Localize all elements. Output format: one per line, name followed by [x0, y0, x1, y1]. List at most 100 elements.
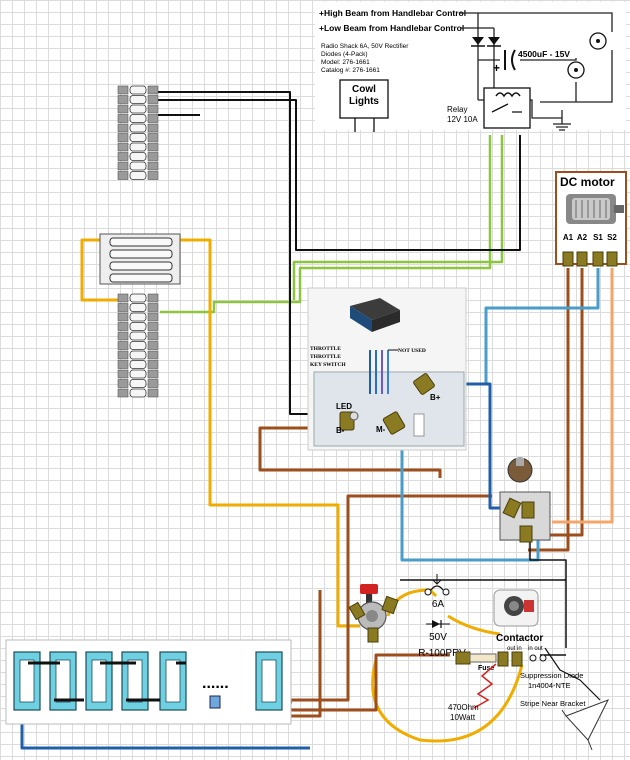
relay-icon: [483, 87, 531, 129]
right-return-line: [540, 50, 613, 103]
high-beam-label: +High Beam from Handlebar Control: [319, 8, 466, 18]
terminal-screw: [117, 303, 159, 312]
capacitor-icon: [504, 49, 516, 71]
high-beam-line: [460, 12, 613, 32]
suppression-diode-icon: [561, 699, 610, 751]
fuse-amps-label: 6A: [432, 599, 445, 610]
battery-cell: [85, 651, 113, 711]
led-label: LED: [336, 402, 352, 411]
contactor-in-out-label: in out: [528, 646, 543, 652]
black-wire-4: [529, 540, 567, 648]
green-wire-1: [160, 135, 492, 314]
terminal-screw: [117, 350, 159, 360]
terminal-block-top: [117, 85, 159, 180]
terminal-screw: [117, 152, 159, 161]
terminal-screw: [117, 123, 159, 133]
contactor-assembly: [455, 589, 547, 667]
black-wire-2: [158, 99, 521, 251]
brown-wire-3: [258, 426, 442, 478]
terminal-block-middle: [117, 293, 159, 398]
ground-symbol: [553, 110, 571, 131]
terminal-screw: [117, 171, 159, 180]
diode-symbol: [426, 620, 450, 628]
throttle-label-2: THROTTLE: [310, 354, 341, 360]
terminal-screw: [117, 104, 159, 114]
throttle-label-1: THROTTLE: [310, 346, 341, 352]
green-wire-2: [292, 135, 504, 300]
light-blue-wire-1: [484, 268, 600, 384]
brown-wire-5: [290, 653, 450, 712]
resistor-label-1: 470Ohm: [448, 703, 479, 712]
motor-terminal-s2: S2: [607, 233, 617, 242]
terminal-screw: [117, 388, 159, 398]
b-plus-label: B+: [430, 393, 441, 402]
battery-pack: [5, 639, 292, 725]
battery-cell: [13, 651, 41, 711]
black-wire-6: [544, 647, 601, 701]
lamp-bottom-icon: [567, 61, 585, 79]
contactor-fuse-label: Fuse: [478, 665, 494, 672]
terminal-screw: [117, 142, 159, 152]
brown-wire-4: [270, 494, 492, 702]
suppression-diode-label-3: Stripe Near Bracket: [520, 699, 586, 708]
capacitor-label: 4500uF - 15V: [518, 49, 570, 59]
diode-prv-label: R-100PRV: [418, 648, 466, 659]
orange-wire-4: [371, 659, 524, 743]
top-circuit-box: +High Beam from Handlebar Control +Low B…: [315, 2, 626, 132]
battery-dots: ......: [202, 675, 229, 692]
battery-cell: [159, 651, 187, 711]
orange-wire-5: [447, 614, 501, 636]
orange-wire-2: [80, 238, 126, 302]
brown-wire-1: [528, 268, 570, 552]
terminal-screw: [117, 369, 159, 379]
contactor-out-in-label: out in: [507, 646, 522, 652]
capacitor-line: [478, 58, 577, 61]
fuse-symbol: [424, 574, 450, 596]
capacitor-plus-label: +: [493, 61, 500, 75]
motor-terminal-a2: A2: [577, 233, 588, 242]
orange-wire-1: [180, 238, 360, 628]
throttle-pot-assembly: [499, 457, 551, 543]
motor-terminal-a1: A1: [563, 233, 574, 242]
diode-info-line3: Model: 276-1661: [321, 59, 370, 66]
motor-title: DC motor: [560, 175, 615, 189]
battery-disconnect-switch: [348, 584, 399, 643]
diode-volts-label: 50V: [429, 632, 447, 643]
top-circuit-lines: [460, 12, 613, 131]
controller-lugs: [339, 373, 435, 435]
dc-motor-box: [555, 171, 627, 265]
relay-label-line1: Relay: [447, 105, 467, 114]
terminal-screw: [117, 85, 159, 95]
controller-photo: [350, 298, 400, 332]
contactor-title: Contactor: [496, 633, 543, 644]
resistor-label-2: 10Watt: [450, 713, 476, 722]
diode-left-icon: [472, 37, 484, 45]
terminal-screw: [117, 341, 159, 350]
terminal-screw: [117, 95, 159, 104]
terminal-screw: [117, 360, 159, 369]
terminal-screw: [117, 161, 159, 171]
not-used-label: NOT USED: [398, 348, 426, 354]
terminal-screw: [117, 379, 159, 388]
peach-wire: [552, 268, 614, 524]
diode-info-line2: Diodes (4-Pack): [321, 51, 368, 58]
diode-info-line4: Catalog #: 276-1661: [321, 67, 380, 74]
suppression-diode-label-2: 1n4004-NTE: [528, 681, 571, 690]
light-blue-wire-2: [400, 430, 540, 562]
relay-label-line2: 12V 10A: [447, 115, 478, 124]
fuse-holder-block: [99, 233, 181, 285]
battery-straps: [28, 661, 186, 702]
throttle-wires: [369, 350, 389, 394]
motor-terminal-s1: S1: [593, 233, 603, 242]
suppression-diode-label-1: Suppression Diode: [520, 671, 583, 680]
cowl-lights-box: [339, 79, 389, 132]
resistor-icon: [473, 663, 497, 709]
terminal-screw: [117, 114, 159, 123]
terminal-screw: [117, 293, 159, 303]
battery-cell: [255, 651, 283, 711]
terminal-screw: [117, 331, 159, 341]
lamp-top-icon: [589, 32, 607, 50]
brown-wire-2: [550, 268, 584, 537]
b-minus-label: B-: [336, 426, 345, 435]
